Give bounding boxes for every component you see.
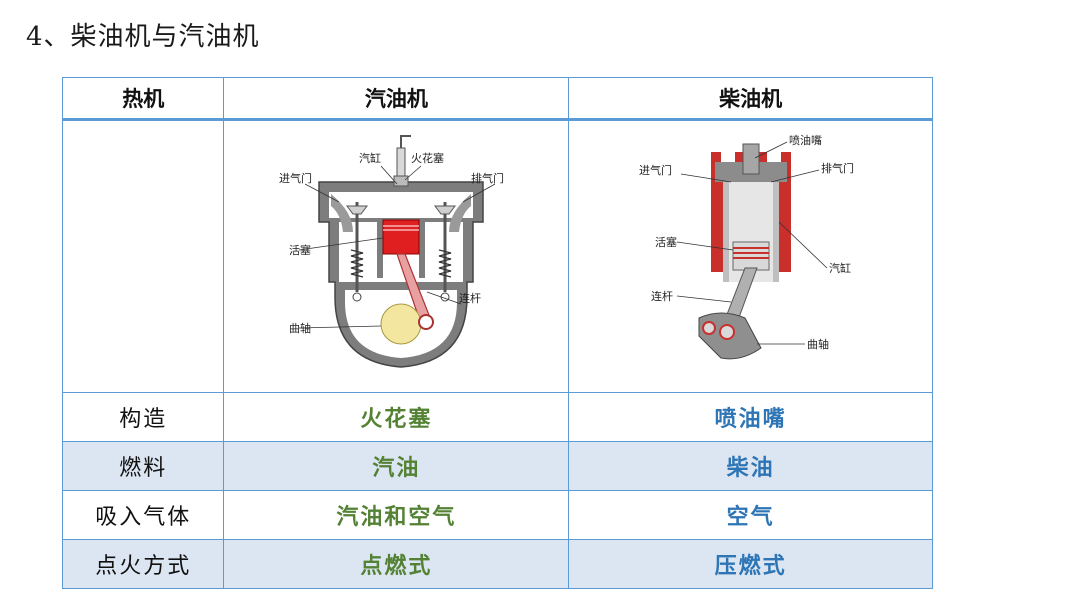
section-heading: 4、柴油机与汽油机 [26, 22, 260, 52]
gasoline-ignition: 点燃式 [223, 539, 570, 589]
header-row: 热机 汽油机 柴油机 [61, 77, 933, 121]
header-diesel-engine: 柴油机 [568, 77, 933, 121]
diagram-row: 汽缸 火花塞 进气门 排气门 活塞 连杆 曲轴 [61, 119, 933, 393]
table-row: 燃料 汽油 柴油 [61, 441, 933, 491]
row-label-fuel: 燃料 [61, 441, 225, 491]
diesel-label-crankshaft: 曲轴 [807, 337, 829, 351]
diesel-label-connecting-rod: 连杆 [651, 289, 673, 303]
diesel-label-exhaust-valve: 排气门 [821, 161, 854, 175]
diesel-structure: 喷油嘴 [568, 392, 933, 442]
diesel-label-injector: 喷油嘴 [789, 133, 822, 147]
row-label-structure: 构造 [61, 392, 225, 442]
table-row: 构造 火花塞 喷油嘴 [61, 392, 933, 442]
diagram-row-label [61, 119, 225, 393]
gasoline-intake-gas: 汽油和空气 [223, 490, 570, 540]
gasoline-label-intake-valve: 进气门 [279, 171, 312, 185]
diesel-label-cylinder: 汽缸 [829, 261, 851, 275]
gasoline-label-cylinder: 汽缸 [359, 151, 381, 165]
gasoline-label-connecting-rod: 连杆 [459, 291, 481, 305]
gasoline-engine-diagram: 汽缸 火花塞 进气门 排气门 活塞 连杆 曲轴 [279, 135, 504, 368]
header-gasoline-engine: 汽油机 [223, 77, 570, 121]
header-heat-engine: 热机 [61, 77, 225, 121]
table-row: 吸入气体 汽油和空气 空气 [61, 490, 933, 540]
diesel-ignition: 压燃式 [568, 539, 933, 589]
gasoline-label-piston: 活塞 [289, 243, 311, 257]
diesel-label-intake-valve: 进气门 [639, 163, 672, 177]
row-label-ignition: 点火方式 [61, 539, 225, 589]
diesel-fuel: 柴油 [568, 441, 933, 491]
gasoline-label-spark-plug: 火花塞 [411, 151, 444, 165]
table-row: 点火方式 点燃式 压燃式 [61, 539, 933, 589]
comparison-table: 热机 汽油机 柴油机 [61, 77, 933, 589]
diesel-intake-gas: 空气 [568, 490, 933, 540]
gasoline-label-exhaust-valve: 排气门 [471, 171, 504, 185]
row-label-intake-gas: 吸入气体 [61, 490, 225, 540]
diesel-label-piston: 活塞 [655, 235, 677, 249]
gasoline-diagram-cell: 汽缸 火花塞 进气门 排气门 活塞 连杆 曲轴 [223, 119, 570, 393]
gasoline-fuel: 汽油 [223, 441, 570, 491]
gasoline-structure: 火花塞 [223, 392, 570, 442]
gasoline-label-crankshaft: 曲轴 [289, 321, 311, 335]
diesel-engine-diagram: 喷油嘴 进气门 排气门 活塞 汽缸 连杆 曲轴 [639, 133, 854, 360]
diesel-diagram-cell: 喷油嘴 进气门 排气门 活塞 汽缸 连杆 曲轴 [568, 119, 933, 393]
